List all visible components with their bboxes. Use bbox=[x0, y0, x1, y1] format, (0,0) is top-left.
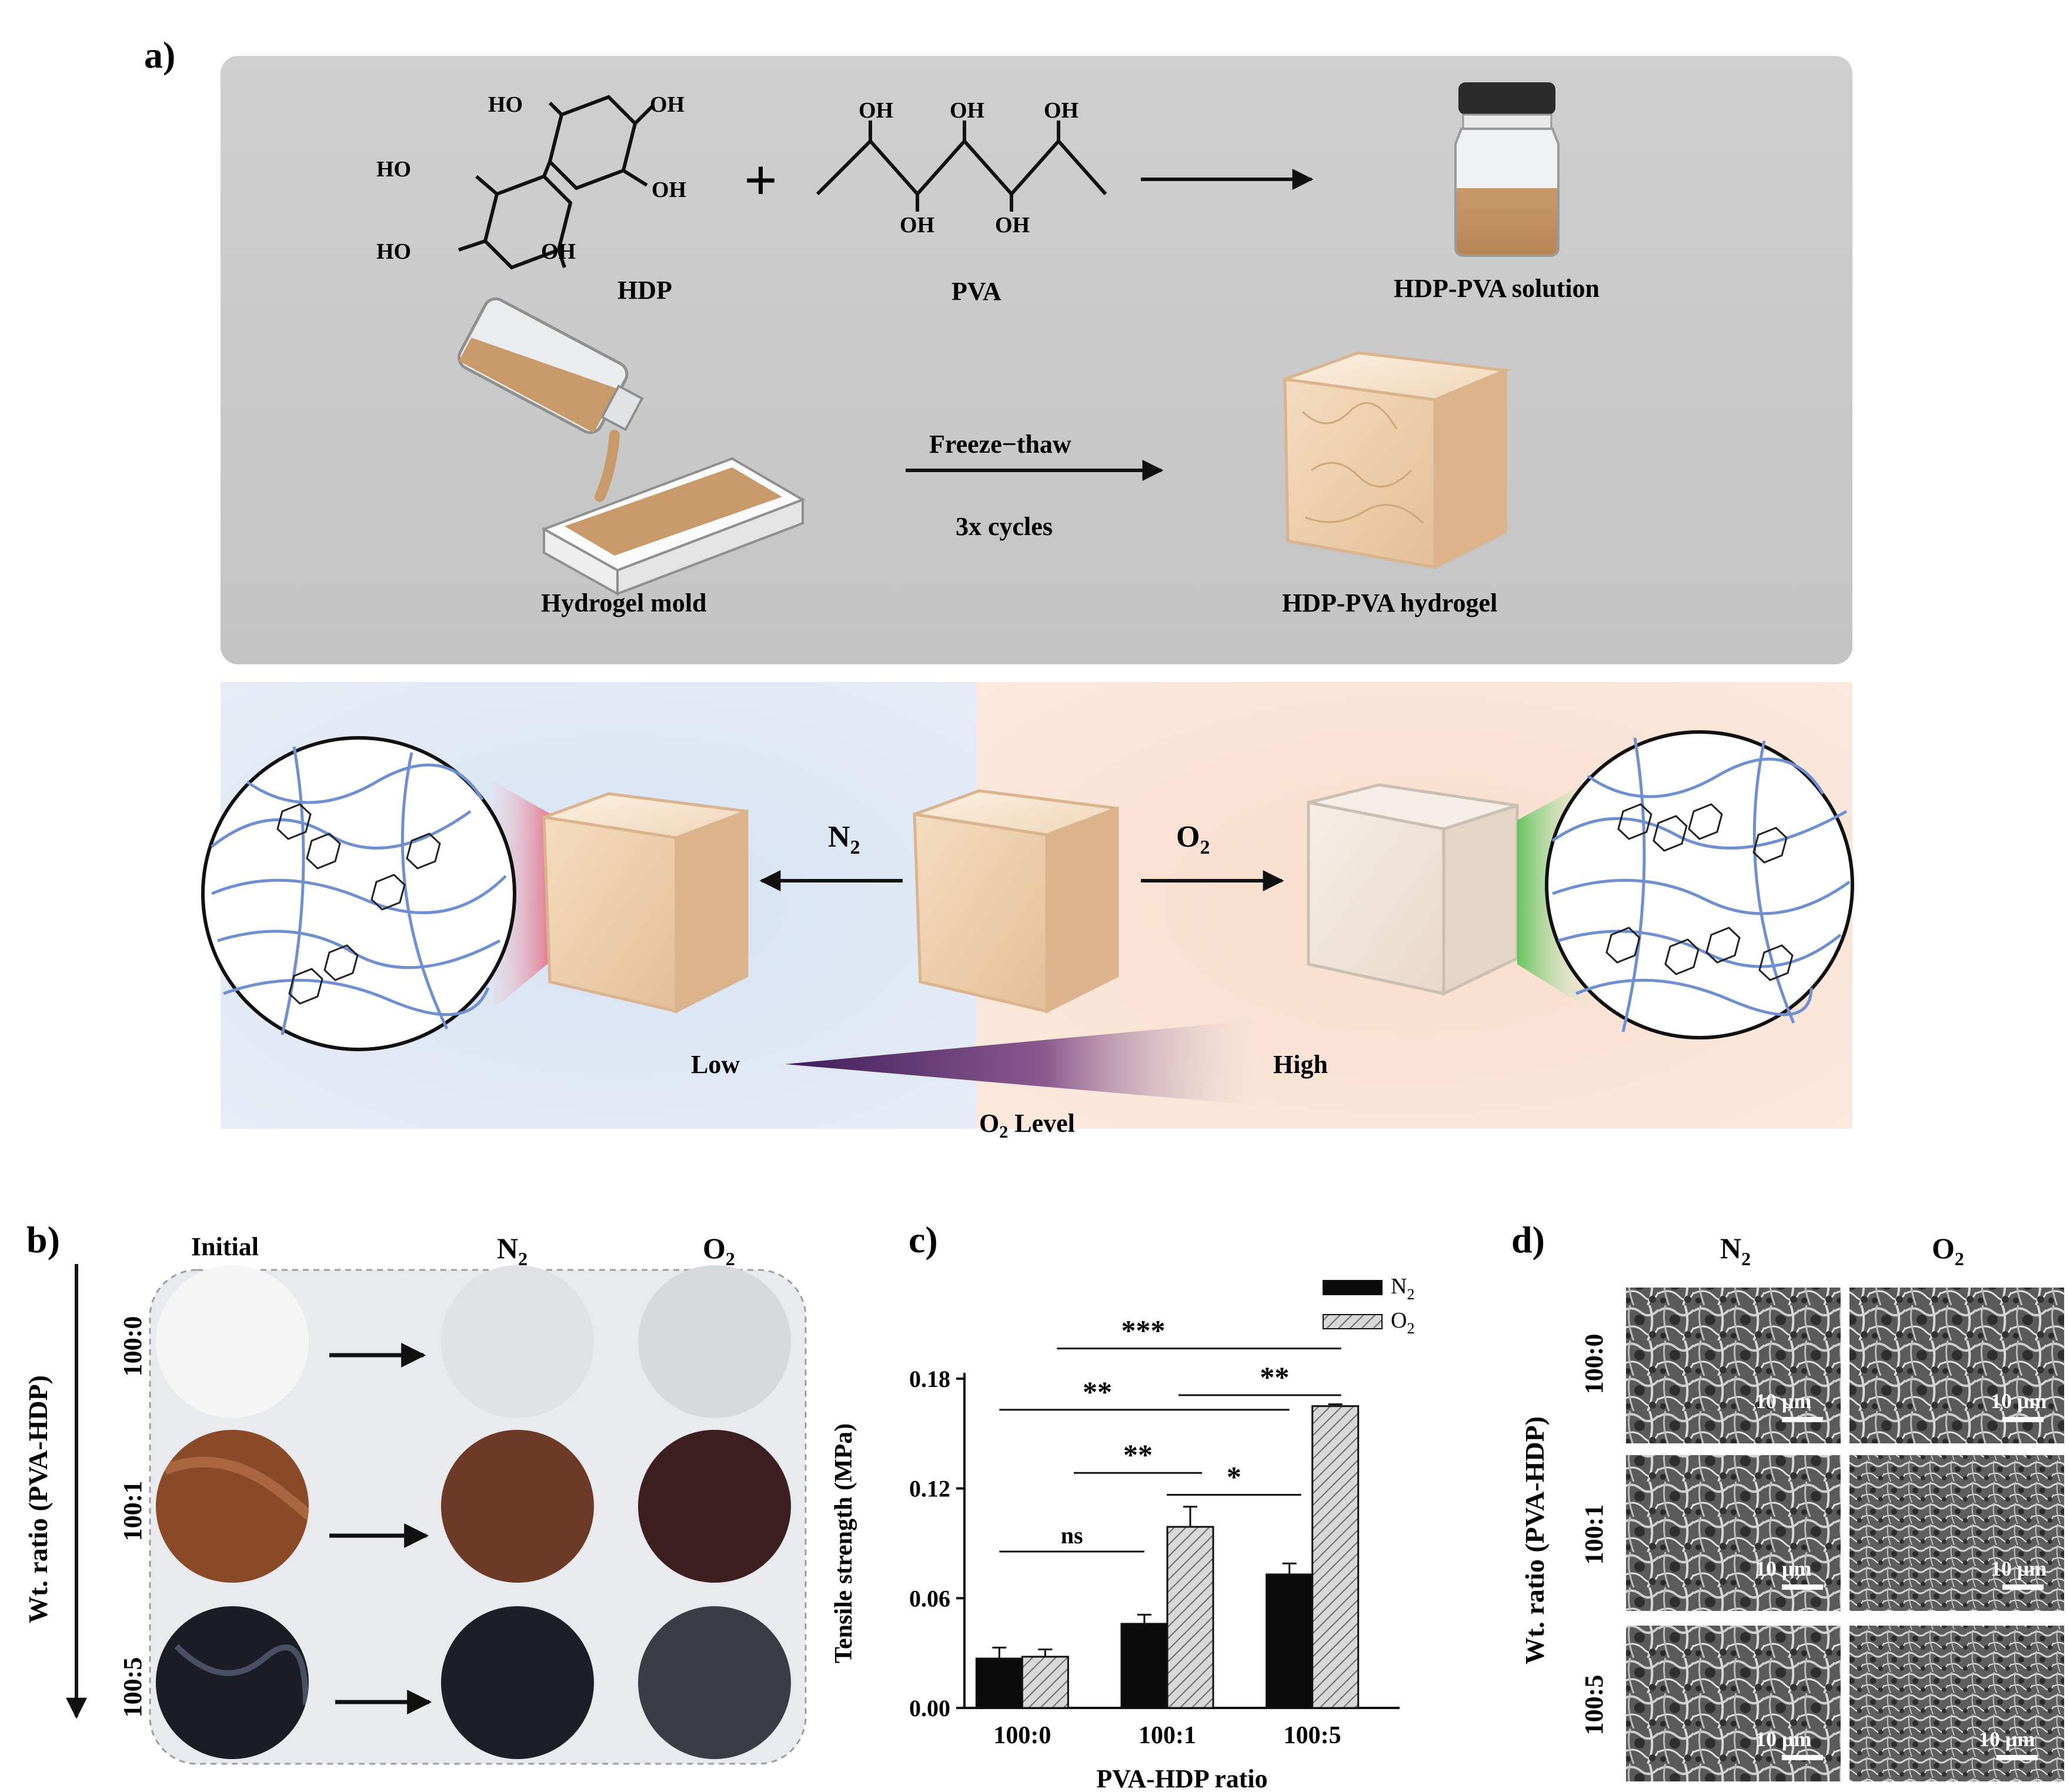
scale-label-5: 10 μm bbox=[1755, 1727, 1811, 1751]
x-tick-label-1: 100:1 bbox=[1138, 1722, 1196, 1749]
o2-level-label: O2 Level bbox=[979, 1109, 1075, 1142]
panel-d-row-1: 100:0 bbox=[1580, 1334, 1608, 1395]
pva-group-2: OH bbox=[950, 98, 984, 123]
sample-100-0-o2 bbox=[638, 1265, 791, 1418]
hdp-group-3: HO bbox=[376, 157, 411, 182]
pva-group-3: OH bbox=[1044, 98, 1079, 123]
hdp-label: HDP bbox=[617, 276, 672, 305]
panel-b-letter: b) bbox=[26, 1219, 60, 1261]
hydrogel-cube-n2 bbox=[542, 792, 749, 1014]
sample-100-1-o2 bbox=[638, 1430, 791, 1583]
solution-label: HDP-PVA solution bbox=[1394, 274, 1600, 303]
hdp-group-2: OH bbox=[650, 92, 685, 117]
x-tick-label-2: 100:5 bbox=[1284, 1722, 1341, 1749]
pva-group-4: OH bbox=[900, 213, 934, 238]
significance-label-5: ** bbox=[1260, 1360, 1289, 1393]
panel-d-col-n2: N2 bbox=[1720, 1232, 1751, 1269]
panel-b-col-initial: Initial bbox=[191, 1232, 259, 1261]
scale-label-3: 10 μm bbox=[1755, 1557, 1811, 1580]
legend-label-2: O2 bbox=[1391, 1308, 1414, 1337]
sample-100-1-n2 bbox=[441, 1430, 594, 1583]
significance-label-1: ns bbox=[1061, 1522, 1083, 1549]
sample-100-5-n2 bbox=[441, 1606, 594, 1759]
panel-d-row-3: 100:5 bbox=[1580, 1675, 1608, 1736]
bar-100:0-series-2 bbox=[1021, 1656, 1069, 1709]
panel-a-letter: a) bbox=[144, 34, 175, 76]
panel-b-axis-label: Wt. ratio (PVA-HDP) bbox=[23, 1375, 53, 1623]
sample-100-0-initial bbox=[156, 1265, 309, 1418]
bar-100:1-series-2 bbox=[1166, 1526, 1214, 1709]
panel-d-axis-label: Wt. ratio (PVA-HDP) bbox=[1520, 1416, 1550, 1664]
panel-d-col-o2: O2 bbox=[1932, 1232, 1964, 1269]
o2-network-circle bbox=[1517, 730, 1854, 1039]
hdp-group-6: OH bbox=[541, 239, 576, 264]
sample-100-1-initial bbox=[156, 1430, 309, 1583]
hydrogel-label: HDP-PVA hydrogel bbox=[1282, 589, 1497, 617]
sem-grid bbox=[1626, 1288, 2064, 1781]
panel-d-letter: d) bbox=[1511, 1219, 1545, 1261]
scale-label-1: 10 μm bbox=[1755, 1389, 1811, 1413]
pva-group-1: OH bbox=[859, 98, 893, 123]
mold-label: Hydrogel mold bbox=[541, 589, 707, 617]
hydrogel-cube-o2 bbox=[1307, 783, 1519, 996]
y-axis-label: Tensile strength (MPa) bbox=[830, 1423, 857, 1663]
low-label: Low bbox=[691, 1050, 740, 1079]
bar-100:0-series-1 bbox=[975, 1657, 1023, 1709]
scale-label-2: 10 μm bbox=[1991, 1389, 2046, 1413]
y-tick-label-1: 0.06 bbox=[909, 1585, 950, 1612]
n2-network-circle bbox=[201, 736, 562, 1051]
panel-d-row-2: 100:1 bbox=[1580, 1505, 1608, 1565]
pva-group-5: OH bbox=[995, 213, 1030, 238]
high-label: High bbox=[1273, 1050, 1328, 1079]
panel-b-col-o2: O2 bbox=[703, 1232, 735, 1269]
sample-100-0-n2 bbox=[441, 1265, 594, 1418]
panel-b-row-3: 100:5 bbox=[118, 1657, 147, 1718]
plus-sign: + bbox=[744, 148, 777, 213]
hdp-group-4: OH bbox=[652, 178, 686, 202]
freeze-thaw-label: Freeze−thaw bbox=[929, 430, 1071, 459]
significance-label-3: * bbox=[1227, 1460, 1241, 1493]
scale-label-4: 10 μm bbox=[1991, 1557, 2046, 1580]
hydrogel-cube-large bbox=[1283, 351, 1511, 570]
significance-label-6: *** bbox=[1121, 1314, 1166, 1347]
sample-100-5-o2 bbox=[638, 1606, 791, 1759]
o2-level-wedge bbox=[785, 1020, 1258, 1105]
n2-arrow-label: N2 bbox=[828, 820, 860, 858]
hdp-group-1: HO bbox=[488, 92, 523, 117]
y-tick-label-2: 0.12 bbox=[909, 1476, 950, 1502]
bar-100:5-series-2 bbox=[1311, 1405, 1360, 1709]
significance-label-4: ** bbox=[1083, 1375, 1112, 1408]
x-tick-label-0: 100:0 bbox=[993, 1722, 1051, 1749]
hydrogel-mold-icon bbox=[541, 457, 806, 596]
legend-swatch-2 bbox=[1323, 1314, 1383, 1329]
bar-100:5-series-1 bbox=[1266, 1573, 1314, 1709]
o2-arrow-label: O2 bbox=[1176, 820, 1210, 858]
cycles-label: 3x cycles bbox=[956, 512, 1053, 541]
panel-b-col-n2: N2 bbox=[497, 1232, 527, 1269]
scale-bars: 10 μm 10 μm 10 μm 10 μm 10 μm 10 μm bbox=[1755, 1389, 2046, 1760]
x-axis-label: PVA-HDP ratio bbox=[1096, 1764, 1267, 1789]
legend-swatch-1 bbox=[1323, 1280, 1383, 1295]
legend-label-1: N2 bbox=[1391, 1274, 1414, 1303]
hydrogel-cube-center bbox=[913, 789, 1119, 1014]
pouring-bottle-icon bbox=[458, 297, 644, 502]
hdp-structure bbox=[458, 95, 655, 270]
pva-structure bbox=[816, 121, 1107, 212]
pva-label: PVA bbox=[951, 277, 1001, 306]
sample-100-5-initial bbox=[156, 1606, 309, 1759]
vial-icon bbox=[1454, 82, 1560, 257]
y-tick-label-3: 0.18 bbox=[909, 1366, 950, 1392]
panel-b-row-2: 100:1 bbox=[118, 1481, 147, 1542]
y-tick-label-0: 0.00 bbox=[909, 1695, 950, 1721]
significance-label-2: ** bbox=[1123, 1438, 1153, 1471]
scale-label-6: 10 μm bbox=[1979, 1727, 2035, 1751]
bar-100:1-series-1 bbox=[1120, 1623, 1168, 1709]
panel-b-row-1: 100:0 bbox=[118, 1316, 147, 1377]
hdp-group-5: HO bbox=[376, 239, 411, 264]
panel-c-letter: c) bbox=[909, 1219, 938, 1261]
